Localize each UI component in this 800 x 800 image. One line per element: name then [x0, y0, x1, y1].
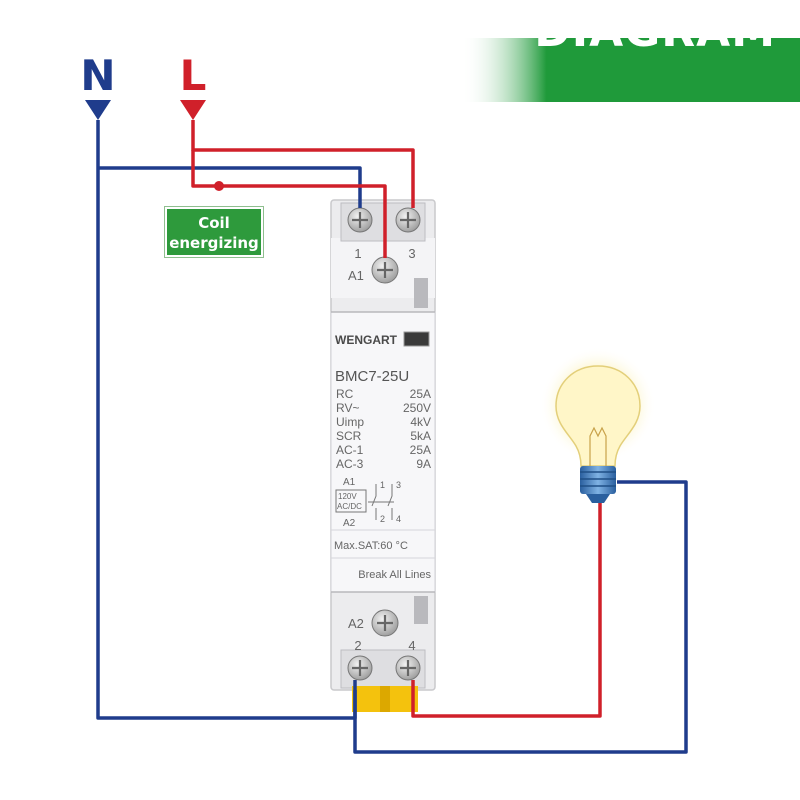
schematic-n3-label: 3 — [396, 480, 401, 490]
break-all-lines-label: Break All Lines — [358, 569, 431, 581]
line-wires — [191, 120, 602, 718]
spec-key: AC-1 — [336, 443, 364, 457]
screw-terminal-4-icon — [395, 655, 421, 681]
brand-logo: WENGART — [335, 333, 398, 347]
spec-key: Uimp — [336, 415, 364, 429]
schematic-n2-label: 2 — [380, 514, 385, 524]
contactor-device — [330, 199, 436, 712]
schematic-n1-label: 1 — [380, 480, 385, 490]
screw-terminal-1-icon — [347, 207, 373, 233]
light-bulb-icon — [540, 347, 656, 503]
schematic-a2-label: A2 — [343, 518, 356, 529]
junction-dot — [214, 181, 224, 191]
line-wire-to-terminal-3 — [191, 120, 415, 208]
spec-key: RC — [336, 387, 354, 401]
badge-line-1: Coil — [198, 214, 230, 232]
spec-value: 5kA — [410, 429, 431, 443]
screw-terminal-3-icon — [395, 207, 421, 233]
spec-key: SCR — [336, 429, 362, 443]
neutral-arrow-icon — [85, 100, 111, 120]
max-sat-label: Max.SAT:60 °C — [334, 540, 408, 552]
spec-value: 4kV — [410, 415, 431, 429]
neutral-label: N — [80, 51, 115, 100]
diagram-title: DIAGRAM — [534, 6, 776, 57]
coil-energizing-badge: Coil energizing — [164, 206, 264, 258]
line-wire-to-lamp — [411, 500, 602, 718]
spec-value: 25A — [410, 443, 431, 457]
terminal-2-label: 2 — [354, 638, 361, 653]
spec-value: 25A — [410, 387, 431, 401]
schematic-n4-label: 4 — [396, 514, 401, 524]
terminal-1-label: 1 — [354, 246, 361, 261]
terminal-a2-label: A2 — [348, 616, 364, 631]
spec-value: 250V — [403, 401, 431, 415]
coil-type-label: AC/DC — [337, 502, 362, 511]
diagram-banner — [462, 38, 800, 102]
spec-key: RV~ — [336, 401, 359, 415]
model-label: BMC7-25U — [335, 368, 409, 385]
spec-value: 9A — [416, 457, 431, 471]
spec-key: AC-3 — [336, 457, 364, 471]
badge-line-2: energizing — [169, 234, 259, 252]
coil-symbol — [335, 489, 367, 513]
terminal-4-label: 4 — [408, 638, 415, 653]
schematic-a1-label: A1 — [343, 477, 356, 488]
terminal-a1-label: A1 — [348, 268, 364, 283]
line-wire-to-a1 — [191, 150, 387, 258]
coil-voltage-label: 120V — [338, 492, 357, 501]
neutral-wires — [96, 120, 688, 754]
screw-terminal-2-icon — [347, 655, 373, 681]
terminal-3-label: 3 — [408, 246, 415, 261]
screw-a2-icon — [371, 609, 399, 637]
neutral-wire-lamp-return — [353, 480, 688, 754]
line-arrow-icon — [180, 100, 206, 120]
screw-a1-icon — [371, 256, 399, 284]
line-label: L — [180, 51, 207, 100]
contact-symbol — [368, 484, 394, 520]
neutral-wire-to-terminal-1 — [98, 166, 362, 208]
